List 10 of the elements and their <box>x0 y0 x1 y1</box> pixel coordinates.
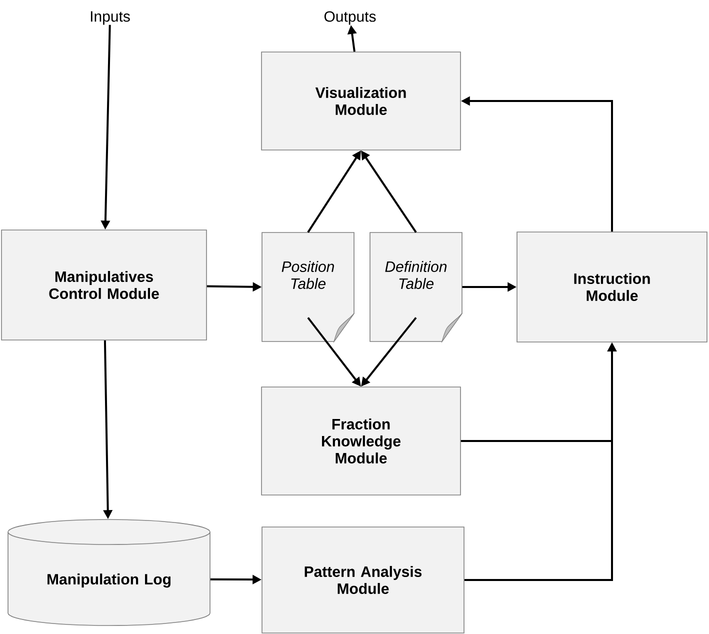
table-document: Definition Table <box>370 232 462 342</box>
io-label: Inputs <box>90 11 130 25</box>
table-document: Position Table <box>262 232 354 342</box>
module-box: Visualization Module <box>261 52 461 150</box>
io-label: Outputs <box>324 11 376 25</box>
database-cylinder: Manipulation Log <box>8 519 210 626</box>
module-box: Fraction Knowledge Module <box>261 386 461 496</box>
module-box: Instruction Module <box>516 232 708 342</box>
module-box: Manipulatives Control Module <box>1 230 207 340</box>
module-box: Pattern Analysis Module <box>262 526 464 634</box>
